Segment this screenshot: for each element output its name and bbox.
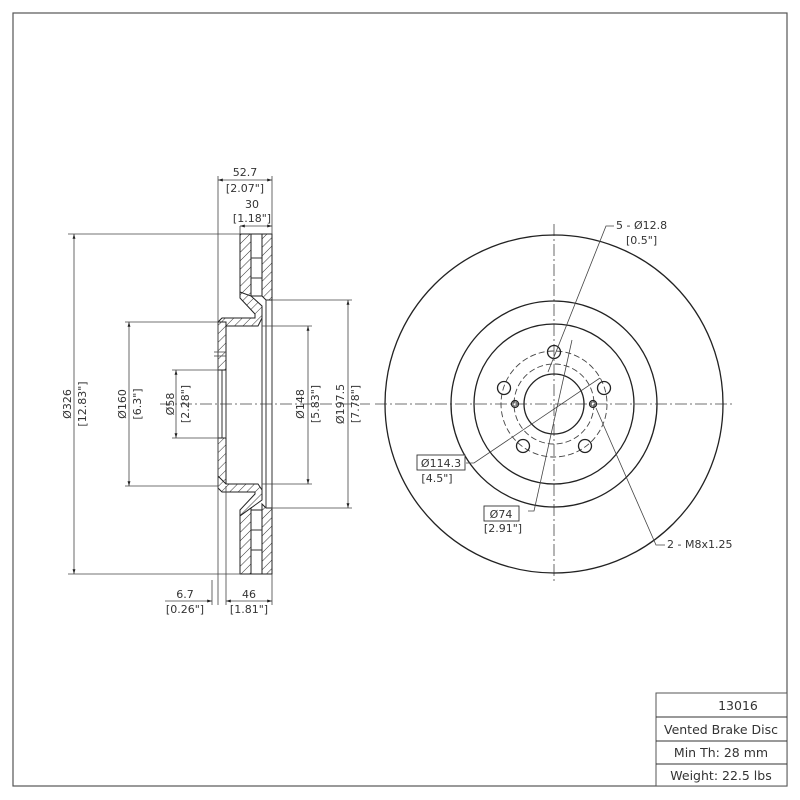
- center-bore-box: [483, 505, 520, 522]
- overall-width-mm: 52.7: [233, 166, 258, 179]
- bore-diameter-mm: Ø58: [164, 393, 177, 416]
- hat-thickness-in: [0.26"]: [166, 603, 204, 616]
- bolt-circle-mm: Ø114.3: [421, 457, 461, 470]
- outer-diameter-mm: Ø326: [61, 389, 74, 419]
- bolt-circle-box: [416, 454, 466, 471]
- friction-width-mm: 30: [245, 198, 259, 211]
- hat-height-mm: 46: [242, 588, 256, 601]
- overall-width-in: [2.07"]: [226, 182, 264, 195]
- outer-diameter-in: [12.83"]: [76, 381, 89, 426]
- center-bore-in: [2.91"]: [484, 522, 522, 535]
- section-view: [68, 176, 370, 605]
- inner-diameter-mm: Ø148: [294, 389, 307, 419]
- friction-inner-in: [7.78"]: [349, 385, 362, 423]
- part-description: Vented Brake Disc: [664, 722, 778, 737]
- drawing-frame: [12, 12, 788, 787]
- weight: Weight: 22.5 lbs: [670, 768, 771, 783]
- bolt-holes-label: 5 - Ø12.8: [616, 219, 667, 232]
- hat-height-in: [1.81"]: [230, 603, 268, 616]
- hat-thickness-mm: 6.7: [176, 588, 194, 601]
- threaded-holes-label: 2 - M8x1.25: [667, 538, 732, 551]
- bolt-circle-in: [4.5"]: [421, 472, 452, 485]
- friction-inner-mm: Ø197.5: [334, 384, 347, 424]
- bore-diameter-in: [2.28"]: [179, 385, 192, 423]
- center-bore-mm: Ø74: [490, 508, 513, 521]
- inner-diameter-in: [5.83"]: [309, 385, 322, 423]
- bolt-holes-in: [0.5"]: [626, 234, 657, 247]
- friction-width-in: [1.18"]: [233, 212, 271, 225]
- hat-diameter-mm: Ø160: [116, 389, 129, 419]
- front-view: [375, 224, 734, 584]
- hat-diameter-in: [6.3"]: [131, 388, 144, 419]
- min-thickness: Min Th: 28 mm: [674, 745, 768, 760]
- part-number: 13016: [718, 698, 758, 713]
- title-block: [655, 692, 788, 787]
